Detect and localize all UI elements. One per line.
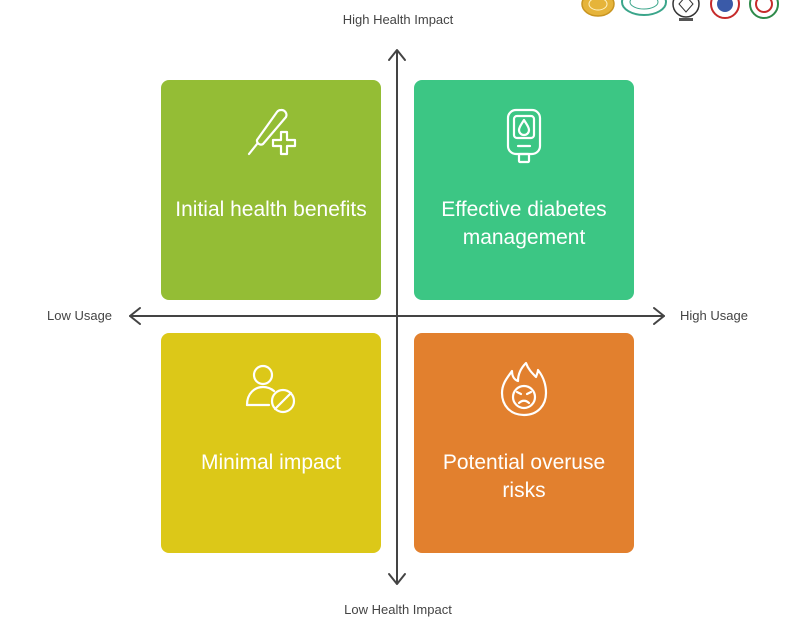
user-blocked-icon bbox=[245, 364, 296, 414]
quadrant-text: Potential overuse risks bbox=[442, 451, 606, 502]
axis-label-left: Low Usage bbox=[47, 308, 113, 323]
angry-flame-face-icon bbox=[500, 361, 548, 417]
quadrant-text: Initial health benefits bbox=[175, 198, 367, 221]
crest-logo bbox=[672, 0, 700, 21]
partner-logos bbox=[581, 0, 779, 21]
quadrant-text: Minimal impact bbox=[200, 451, 342, 474]
green-red-seal-logo bbox=[749, 0, 779, 19]
axis-label-bottom: Low Health Impact bbox=[344, 602, 452, 617]
glucose-meter-icon bbox=[506, 108, 542, 164]
quadrant-bottom-right: Potential overuse risks bbox=[414, 333, 634, 553]
quadrant-text: Effective diabetes management bbox=[441, 198, 607, 249]
teal-round-logo bbox=[621, 0, 667, 16]
quadrant-top-left: Initial health benefits bbox=[161, 80, 381, 300]
axis-label-top: High Health Impact bbox=[342, 12, 454, 27]
thermometer-plus-icon bbox=[247, 108, 297, 156]
quadrant-bottom-left: Minimal impact bbox=[161, 333, 381, 553]
gold-seal-logo bbox=[581, 0, 615, 17]
axis-label-right: High Usage bbox=[680, 308, 748, 323]
quadrant-top-right: Effective diabetes management bbox=[414, 80, 634, 300]
red-blue-seal-logo bbox=[710, 0, 740, 19]
